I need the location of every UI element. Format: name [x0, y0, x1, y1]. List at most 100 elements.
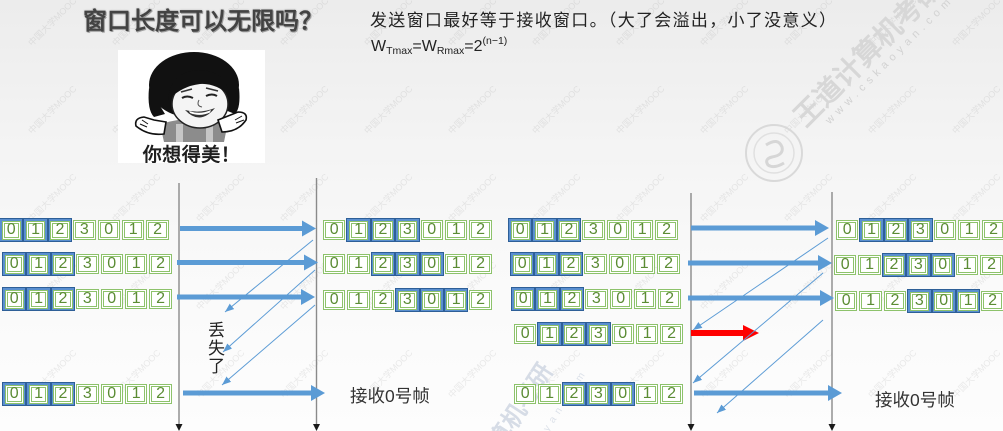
window-frame-slot: 2	[47, 218, 73, 242]
window-frame-slot: 3	[395, 252, 420, 276]
frame-slot: 0	[834, 289, 858, 313]
frame-seq-number: 1	[957, 220, 981, 240]
frame-slot: 0	[611, 322, 635, 346]
window-frame-slot: 1	[26, 252, 51, 276]
data-frame-arrow	[691, 220, 829, 236]
window-frame-slot: 1	[346, 218, 371, 242]
frame-seq-number: 2	[981, 291, 1003, 311]
mooc-watermark: 中国大学MOOC	[446, 347, 499, 401]
frame-seq-number: 0	[934, 291, 954, 311]
frame-seq-number: 0	[611, 324, 634, 344]
window-frame-slot: 2	[559, 287, 585, 311]
window-frame-slot: 1	[534, 252, 559, 276]
frame-slot: 2	[148, 287, 172, 311]
frame-slot: 2	[371, 288, 395, 312]
window-frame-slot: 1	[443, 288, 469, 312]
mooc-watermark: 中国大学MOOC	[530, 171, 583, 225]
window-frame-slot: 2	[370, 218, 396, 242]
lost-ack-arrow	[222, 269, 316, 353]
frame-seq-number: 2	[559, 220, 579, 240]
frame-seq-number: 0	[422, 290, 442, 310]
formula-w: W	[371, 38, 387, 55]
mooc-watermark: 中国大学MOOC	[278, 83, 331, 137]
window-frame-slot: 2	[561, 322, 587, 346]
frame-seq-number: 2	[50, 220, 70, 240]
frame-seq-number: 2	[660, 324, 683, 344]
frame-seq-number: 2	[980, 255, 1003, 275]
window-frame-slot: 1	[23, 218, 48, 242]
frame-slot: 2	[654, 218, 678, 242]
frame-seq-number: 0	[420, 220, 443, 240]
window-frame-slot: 1	[532, 218, 557, 242]
window-frame-slot: 3	[908, 218, 933, 242]
frame-slot: 0	[100, 287, 124, 311]
frame-slot: 0	[322, 252, 346, 276]
meme-caption: 你想得美！	[142, 145, 241, 163]
frame-seq-number: 1	[632, 254, 656, 274]
frame-slot: 0	[833, 253, 857, 277]
window-frame-slot: 0	[511, 287, 536, 311]
mooc-watermark: 中国大学MOOC	[866, 83, 919, 137]
lost-label: 丢失了	[205, 321, 224, 375]
frame-slot: 1	[444, 218, 468, 242]
window-frame-slot: 1	[955, 289, 981, 313]
frame-seq-number: 1	[858, 255, 881, 275]
mooc-watermark: 中国大学MOOC	[698, 83, 751, 137]
frame-slot: 2	[657, 287, 681, 311]
window-frame-slot: 3	[586, 382, 611, 406]
frame-seq-number: 0	[4, 384, 24, 404]
mooc-watermark: 中国大学MOOC	[950, 171, 1003, 225]
window-frame-slot: 2	[50, 252, 76, 276]
timeline-arrowhead-icon	[687, 424, 695, 431]
window-frame-slot: 0	[2, 252, 27, 276]
frame-seq-number: 1	[348, 220, 369, 240]
mooc-watermark: 中国大学MOOC	[26, 171, 79, 225]
frame-seq-number: 2	[469, 254, 492, 274]
frame-seq-number: 3	[73, 220, 96, 240]
formula-sub-rmax: Rmax	[436, 45, 465, 57]
frame-seq-number: 3	[76, 254, 99, 274]
frame-slot: 1	[635, 382, 659, 406]
window-frame-slot: 1	[859, 218, 884, 242]
window-frame-slot: 0	[930, 253, 955, 277]
frame-slot: 0	[609, 287, 633, 311]
frame-seq-number: 3	[582, 220, 605, 240]
frame-seq-number: 3	[397, 290, 418, 310]
frame-slot: 2	[468, 288, 492, 312]
frame-seq-number: 1	[538, 384, 561, 404]
window-frame-slot: 2	[50, 287, 76, 311]
mooc-watermark: 中国大学MOOC	[950, 83, 1003, 137]
frame-seq-number: 2	[373, 254, 393, 274]
frame-seq-number: 0	[613, 384, 633, 404]
frame-seq-number: 0	[97, 220, 120, 240]
frame-seq-number: 1	[124, 289, 148, 309]
frame-slot: 1	[537, 382, 561, 406]
mooc-watermark: 中国大学MOOC	[782, 259, 835, 313]
mooc-watermark: 中国大学MOOC	[866, 171, 919, 225]
frame-seq-number: 2	[561, 254, 581, 274]
window-frame-slot: 0	[419, 288, 444, 312]
frame-slot: 2	[145, 218, 169, 242]
frame-slot: 2	[659, 382, 683, 406]
frame-slot: 3	[72, 218, 96, 242]
formula-exponent: (n−1)	[482, 35, 508, 47]
frame-slot: 2	[148, 382, 172, 406]
frame-seq-number: 2	[53, 289, 73, 309]
frame-slot: 2	[468, 218, 492, 242]
data-frame-arrow	[180, 220, 316, 237]
mooc-watermark: 中国大学MOOC	[26, 83, 79, 137]
frame-seq-number: 0	[835, 291, 858, 311]
frame-slot: 3	[584, 287, 608, 311]
frame-slot: 1	[955, 253, 979, 277]
frame-seq-number: 2	[373, 220, 393, 240]
timeline-arrowhead-icon	[313, 424, 320, 431]
frame-seq-number: 1	[534, 220, 555, 240]
frame-slot: 1	[633, 287, 657, 311]
data-frame-arrow	[183, 385, 325, 401]
frame-seq-number: 2	[886, 220, 906, 240]
